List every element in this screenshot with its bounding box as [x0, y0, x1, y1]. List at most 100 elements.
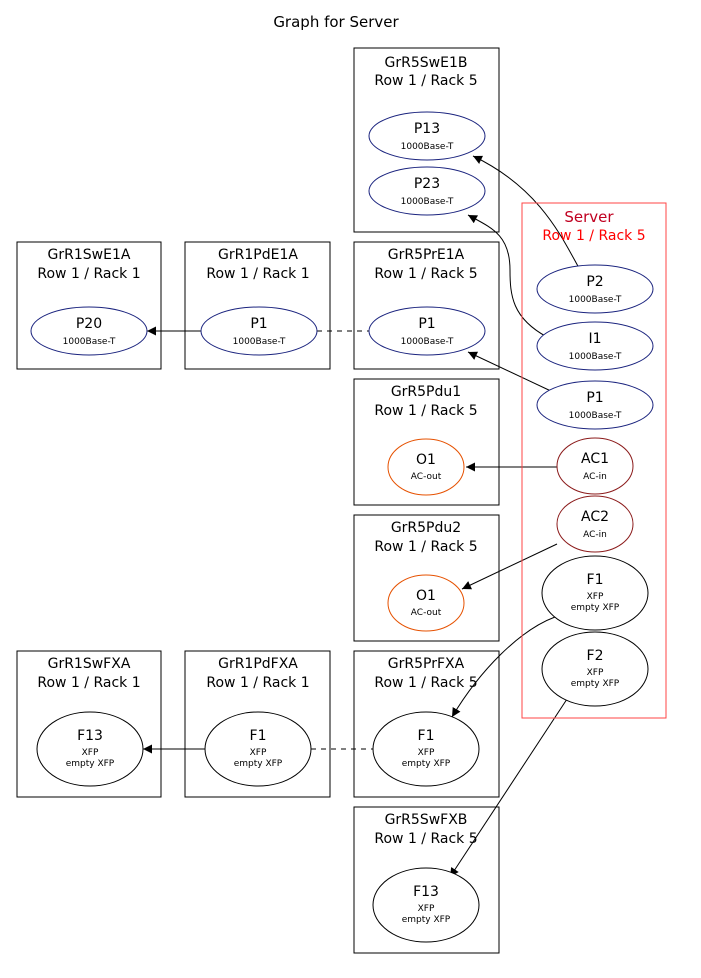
node-sublabel: 1000Base-T	[233, 337, 286, 347]
node-sublabel: 1000Base-T	[401, 197, 454, 207]
node-sublabel: XFP	[587, 668, 604, 678]
node-swe1b-p23: P23 1000Base-T	[368, 166, 486, 216]
node-label: P20	[76, 316, 102, 332]
cluster-name: GrR5Pdu1	[391, 384, 461, 400]
node-server-p2: P2 1000Base-T	[536, 264, 654, 314]
node-pdu1-o1: O1 AC-out	[387, 438, 465, 496]
cluster-gr5prfxa: GrR5PrFXA Row 1 / Rack 5	[353, 650, 500, 798]
node-sublabel: AC-in	[583, 472, 607, 482]
node-server-ac2: AC2 AC-in	[556, 495, 634, 553]
node-sublabel: 1000Base-T	[401, 337, 454, 347]
node-label: AC2	[581, 509, 609, 525]
node-pdfxa-f1: F1 XFP empty XFP	[204, 711, 312, 787]
node-sublabel: empty XFP	[402, 759, 451, 769]
cluster-gr5pdu1: GrR5Pdu1 Row 1 / Rack 5	[353, 378, 500, 506]
cluster-location: Row 1 / Rack 5	[542, 228, 645, 244]
node-label: F13	[77, 728, 103, 744]
node-sublabel: 1000Base-T	[569, 352, 622, 362]
cluster-gr1swe1a: GrR1SwE1A Row 1 / Rack 1	[16, 241, 162, 370]
cluster-name: GrR5Pdu2	[391, 520, 461, 536]
cluster-gr5swfxb: GrR5SwFXB Row 1 / Rack 5	[353, 806, 500, 954]
cluster-location: Row 1 / Rack 5	[374, 539, 477, 555]
node-server-f1: F1 XFP empty XFP	[541, 555, 649, 631]
node-label: F1	[418, 728, 435, 744]
node-label: F2	[587, 648, 604, 664]
cluster-location: Row 1 / Rack 5	[374, 73, 477, 89]
cluster-name: Server	[564, 208, 614, 226]
node-label: AC1	[581, 451, 609, 467]
node-label: O1	[416, 452, 436, 468]
node-label: P23	[414, 176, 440, 192]
node-server-f2: F2 XFP empty XFP	[541, 631, 649, 707]
node-sublabel: 1000Base-T	[569, 411, 622, 421]
cluster-name: GrR1PdE1A	[218, 247, 298, 263]
cluster-location: Row 1 / Rack 1	[206, 266, 309, 282]
node-pdu2-o1: O1 AC-out	[387, 574, 465, 632]
node-server-ac1: AC1 AC-in	[556, 437, 634, 495]
cluster-location: Row 1 / Rack 1	[37, 675, 140, 691]
edge-ac2-to-pdu2-o1	[461, 543, 558, 590]
edge-i1-to-p23	[467, 214, 548, 338]
node-sublabel: XFP	[250, 748, 267, 758]
node-swe1a-p20: P20 1000Base-T	[30, 306, 148, 356]
node-label: F1	[587, 572, 604, 588]
cluster-name: GrR5PrFXA	[388, 656, 465, 672]
node-server-p1: P1 1000Base-T	[536, 380, 654, 430]
node-sublabel: XFP	[82, 748, 99, 758]
node-sublabel: XFP	[418, 904, 435, 914]
cluster-gr5pre1a: GrR5PrE1A Row 1 / Rack 5	[353, 241, 500, 370]
node-sublabel: AC-out	[411, 608, 442, 618]
node-label: P1	[418, 316, 435, 332]
edge-f2-to-swfxb-f13	[449, 692, 572, 878]
node-label: P1	[586, 390, 603, 406]
node-sublabel: empty XFP	[402, 915, 451, 925]
cluster-name: GrR1SwFXA	[48, 656, 131, 672]
node-sublabel: XFP	[587, 592, 604, 602]
node-label: F1	[250, 728, 267, 744]
cluster-location: Row 1 / Rack 5	[374, 266, 477, 282]
cluster-location: Row 1 / Rack 5	[374, 403, 477, 419]
node-pde1a-p1: P1 1000Base-T	[200, 306, 318, 356]
node-swe1b-p13: P13 1000Base-T	[368, 111, 486, 161]
edge-p2-to-p13	[472, 155, 580, 269]
node-server-i1: I1 1000Base-T	[536, 321, 654, 371]
cluster-gr1pde1a: GrR1PdE1A Row 1 / Rack 1	[184, 241, 331, 370]
node-label: I1	[588, 331, 601, 347]
cluster-name: GrR5SwFXB	[385, 812, 468, 828]
edge-p1-to-pre1a-p1	[467, 351, 554, 393]
graph-title: Graph for Server	[273, 13, 399, 31]
node-sublabel: empty XFP	[571, 679, 620, 689]
cluster-location: Row 1 / Rack 5	[374, 831, 477, 847]
node-sublabel: AC-out	[411, 472, 442, 482]
cluster-name: GrR1SwE1A	[48, 247, 131, 263]
edges-layer	[143, 155, 580, 878]
cluster-gr5pdu2: GrR5Pdu2 Row 1 / Rack 5	[353, 514, 500, 642]
cluster-location: Row 1 / Rack 1	[37, 266, 140, 282]
node-sublabel: AC-in	[583, 530, 607, 540]
node-swfxa-f13: F13 XFP empty XFP	[36, 711, 144, 787]
node-sublabel: empty XFP	[234, 759, 283, 769]
node-label: P1	[250, 316, 267, 332]
node-swfxb-f13: F13 XFP empty XFP	[372, 867, 480, 943]
cluster-gr1pdfxa: GrR1PdFXA Row 1 / Rack 1	[184, 650, 331, 798]
node-sublabel: 1000Base-T	[569, 295, 622, 305]
cluster-gr5swe1b: GrR5SwE1B Row 1 / Rack 5	[353, 47, 500, 233]
node-sublabel: XFP	[418, 748, 435, 758]
node-label: P2	[586, 274, 603, 290]
node-label: F13	[413, 884, 439, 900]
cluster-gr1swfxa: GrR1SwFXA Row 1 / Rack 1	[16, 650, 162, 798]
cluster-name: GrR5PrE1A	[388, 247, 465, 263]
cluster-name: GrR1PdFXA	[218, 656, 298, 672]
node-pre1a-p1: P1 1000Base-T	[368, 306, 486, 356]
node-label: P13	[414, 121, 440, 137]
edge-f1-to-prfxa-f1	[451, 616, 556, 718]
cluster-name: GrR5SwE1B	[385, 55, 468, 71]
node-sublabel: 1000Base-T	[63, 337, 116, 347]
cluster-server: Server Row 1 / Rack 5	[521, 202, 667, 719]
cluster-location: Row 1 / Rack 1	[206, 675, 309, 691]
node-sublabel: 1000Base-T	[401, 142, 454, 152]
node-sublabel: empty XFP	[66, 759, 115, 769]
node-sublabel: empty XFP	[571, 603, 620, 613]
